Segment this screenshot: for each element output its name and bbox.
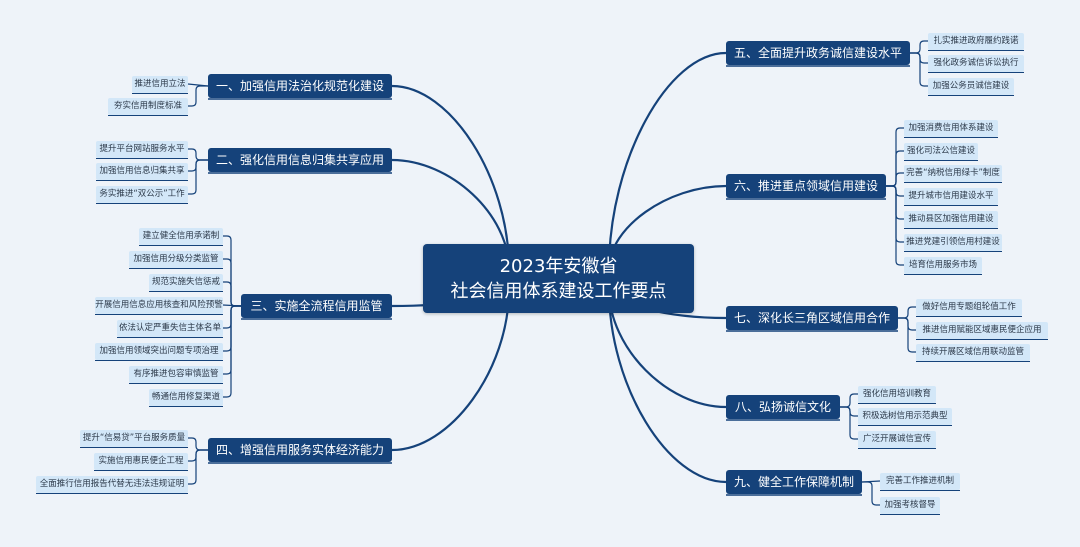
left-branch-node-4: 四、增强信用服务实体经济能力 [208, 438, 392, 462]
left-branch-2-leaf-1: 提升平台网站服务水平 [96, 140, 188, 158]
left-branch-3-leaf-1: 建立健全信用承诺制 [139, 227, 223, 245]
right-branch-3-leaf-2: 推进信用赋能区域惠民便企应用 [916, 321, 1048, 339]
left-branch-2-leaf-link-2 [188, 159, 208, 172]
right-branch-3-leaf-1: 做好信用专题组轮值工作 [916, 298, 1022, 316]
left-branch-4-leaf-2: 实施信用惠民便企工程 [94, 452, 188, 470]
right-branch-5-leaf-link-2 [862, 481, 880, 506]
left-branch-3-leaf-7: 有序推进包容审慎监管 [129, 365, 223, 383]
left-branch-1-leaf-1: 推进信用立法 [132, 75, 188, 93]
right-branch-node-3: 七、深化长三角区域信用合作 [726, 306, 898, 330]
left-branch-4-leaf-1: 提升“信易贷”平台服务质量 [80, 429, 188, 447]
right-branch-2-leaf-5: 推动县区加强信用建设 [904, 210, 998, 228]
right-branch-1-leaf-link-1 [910, 40, 928, 54]
right-branch-1-leaf-1: 扎实推进政府履约践诺 [928, 32, 1024, 50]
left-branch-2-leaf-2: 加强信用信息归集共享 [96, 162, 188, 180]
left-branch-2-leaf-link-1 [188, 148, 208, 161]
right-branch-3-leaf-link-1 [898, 306, 916, 319]
central-title-line2: 社会信用体系建设工作要点 [450, 280, 667, 302]
right-branch-2-leaf-2: 强化司法公信建设 [904, 142, 978, 160]
left-branch-node-2: 二、强化信用信息归集共享应用 [208, 148, 392, 172]
right-branch-1-leaf-2: 强化政务诚信诉讼执行 [928, 54, 1024, 72]
central-topic: 2023年安徽省 社会信用体系建设工作要点 [423, 244, 694, 313]
left-branch-node-3: 三、实施全流程信用监管 [241, 294, 392, 318]
right-branch-3-leaf-link-3 [898, 317, 916, 353]
left-branch-link-4 [391, 288, 511, 452]
left-branch-4-leaf-link-3 [188, 449, 208, 485]
right-branch-link-1 [607, 51, 727, 270]
left-branch-3-leaf-6: 加强信用领域突出问题专项治理 [95, 342, 223, 360]
right-branch-4-leaf-2: 积极选树信用示范典型 [858, 407, 952, 425]
left-branch-link-1 [391, 84, 511, 270]
left-branch-4-leaf-3: 全面推行信用报告代替无违法违规证明 [36, 475, 188, 493]
left-branch-3-leaf-link-3 [223, 281, 241, 307]
right-branch-1-leaf-3: 加强公务员诚信建设 [928, 77, 1014, 95]
left-branch-3-leaf-link-7 [223, 305, 241, 375]
right-branch-node-1: 五、全面提升政务诚信建设水平 [726, 41, 910, 65]
left-branch-3-leaf-link-8 [223, 305, 241, 398]
right-branch-2-leaf-link-3 [886, 172, 904, 187]
left-branch-4-leaf-link-1 [188, 437, 208, 451]
right-branch-node-5: 九、健全工作保障机制 [726, 470, 862, 494]
left-branch-2-leaf-3: 务实推进“双公示”工作 [96, 185, 188, 203]
left-branch-node-1: 一、加强信用法治化规范化建设 [208, 74, 392, 98]
right-branch-3-leaf-3: 持续开展区域信用联动监管 [916, 343, 1030, 361]
right-branch-2-leaf-6: 推进党建引领信用村建设 [904, 233, 1002, 251]
left-branch-3-leaf-4: 开展信用信息应用核查和风险预警 [95, 296, 223, 314]
left-branch-3-leaf-5: 依法认定严重失信主体名单 [117, 319, 223, 337]
right-branch-2-leaf-7: 培育信用服务市场 [904, 256, 982, 274]
right-branch-2-leaf-link-2 [886, 150, 904, 187]
right-branch-node-2: 六、推进重点领域信用建设 [726, 174, 886, 198]
central-title-line1: 2023年安徽省 [499, 255, 618, 277]
right-branch-4-leaf-1: 强化信用培训教育 [858, 385, 936, 403]
right-branch-node-4: 八、弘扬诚信文化 [726, 395, 840, 419]
right-branch-2-leaf-link-7 [886, 185, 904, 266]
left-branch-1-leaf-2: 夯实信用制度标准 [108, 97, 188, 115]
right-branch-5-leaf-1: 完善工作推进机制 [880, 472, 960, 490]
right-branch-link-5 [607, 288, 727, 484]
right-branch-2-leaf-link-5 [886, 185, 904, 220]
right-branch-2-leaf-4: 提升城市信用建设水平 [904, 187, 998, 205]
left-branch-2-leaf-link-3 [188, 159, 208, 195]
right-branch-2-leaf-1: 加强消费信用体系建设 [904, 119, 998, 137]
right-branch-2-leaf-link-1 [886, 127, 904, 187]
right-branch-1-leaf-link-3 [910, 52, 928, 87]
left-branch-3-leaf-2: 加强信用分级分类监管 [129, 250, 223, 268]
right-branch-4-leaf-3: 广泛开展诚信宣传 [858, 430, 936, 448]
left-branch-3-leaf-8: 畅通信用修复渠道 [149, 388, 223, 406]
right-branch-2-leaf-link-6 [886, 185, 904, 243]
right-branch-4-leaf-link-1 [840, 393, 858, 408]
left-branch-1-leaf-link-2 [188, 85, 208, 107]
left-branch-3-leaf-link-1 [223, 235, 241, 307]
left-branch-3-leaf-3: 规范实施失信惩戒 [149, 273, 223, 291]
right-branch-2-leaf-3: 完善“纳税信用绿卡”制度 [904, 164, 1002, 182]
left-branch-4-leaf-link-2 [188, 449, 208, 462]
right-branch-5-leaf-2: 加强考核督导 [880, 496, 940, 514]
right-branch-4-leaf-link-3 [840, 406, 858, 440]
left-branch-3-leaf-link-5 [223, 305, 241, 329]
